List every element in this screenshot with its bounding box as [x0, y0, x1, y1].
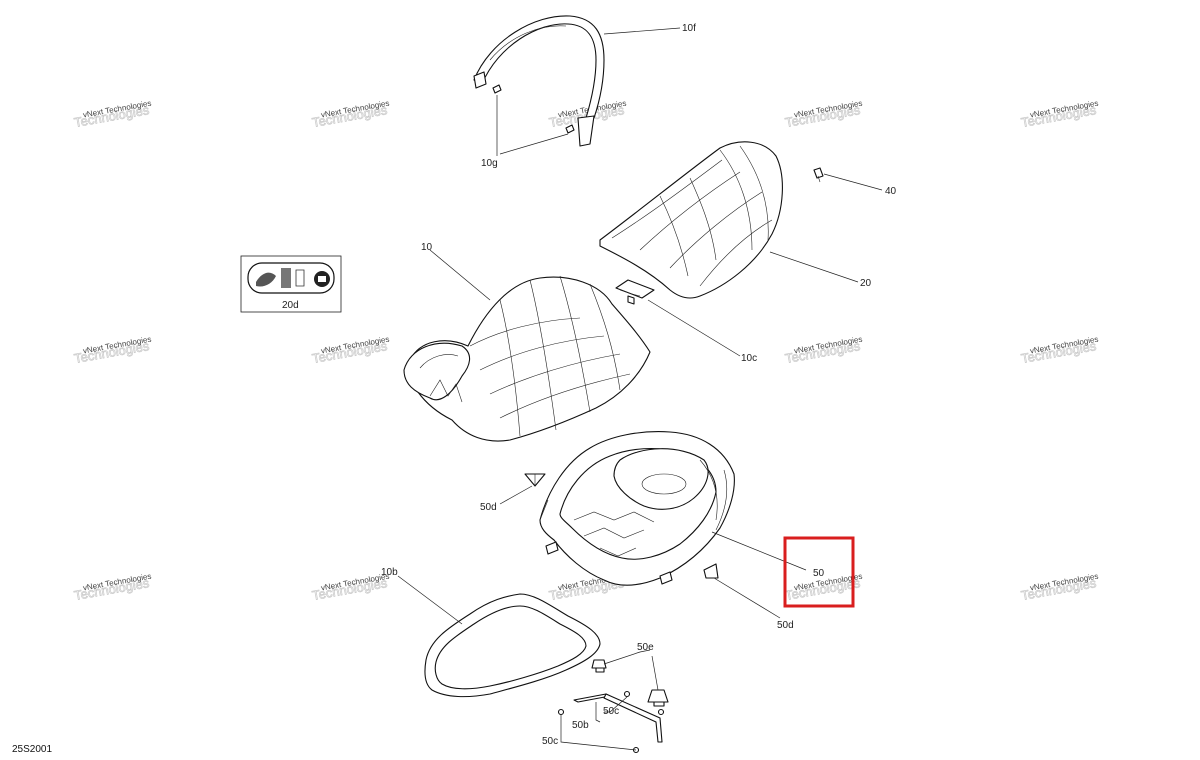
part-50d-clip-left[interactable] — [524, 473, 546, 487]
label-10c: 10c — [741, 353, 757, 364]
label-50e: 50e — [637, 642, 654, 653]
label-50d-right: 50d — [777, 620, 794, 631]
label-10f: 10f — [682, 23, 696, 34]
label-50c-top: 50c — [603, 706, 619, 717]
part-20-rear-seat[interactable] — [599, 141, 783, 299]
label-50c-bottom: 50c — [542, 736, 558, 747]
part-10f-handle[interactable] — [473, 15, 605, 147]
part-50e-nut[interactable] — [591, 659, 669, 707]
part-20d-decal[interactable] — [240, 255, 342, 313]
label-50d-left: 50d — [480, 502, 497, 513]
part-50c-screw[interactable] — [557, 690, 665, 754]
label-20d: 20d — [282, 300, 299, 311]
part-10b-seal[interactable] — [424, 593, 601, 698]
part-10g-fastener[interactable] — [492, 84, 575, 134]
label-40: 40 — [885, 186, 897, 197]
label-10b: 10b — [381, 567, 398, 578]
highlight-box-50[interactable] — [783, 536, 855, 608]
label-10: 10 — [421, 242, 433, 253]
label-10g: 10g — [481, 158, 498, 169]
part-40-screw[interactable] — [813, 167, 824, 183]
part-50d-clip-right[interactable] — [703, 563, 719, 579]
part-50b-rod[interactable] — [573, 693, 663, 743]
part-10c-bracket[interactable] — [615, 279, 655, 305]
label-20: 20 — [860, 278, 872, 289]
label-50: 50 — [813, 568, 825, 579]
diagram-reference-code: 25S2001 — [12, 744, 52, 755]
part-10-front-seat[interactable] — [403, 275, 651, 442]
part-50-storage-bin[interactable] — [539, 431, 735, 586]
label-50b: 50b — [572, 720, 589, 731]
